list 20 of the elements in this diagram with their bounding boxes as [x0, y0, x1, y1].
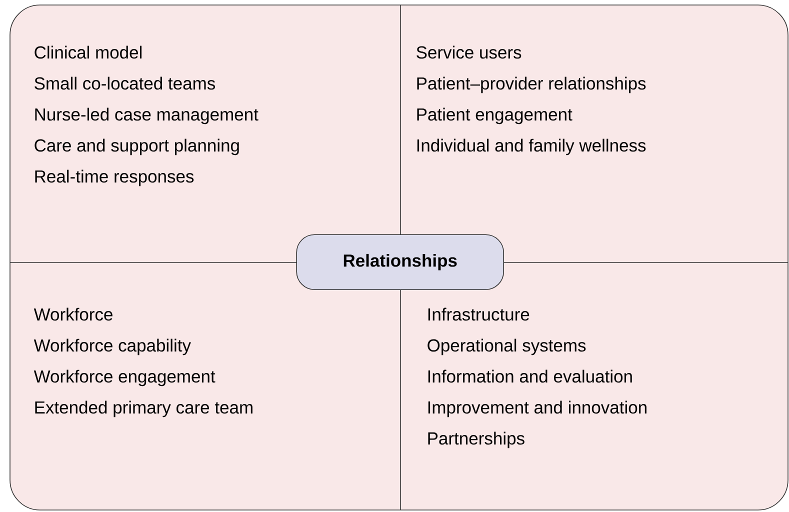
- list-item: Improvement and innovation: [428, 400, 646, 418]
- list-item: Patient engagement: [417, 108, 572, 124]
- rounded-label-box: Relationships: [296, 234, 504, 290]
- list-item: Partnerships: [428, 432, 524, 448]
- list-item: Workforce: [34, 308, 112, 321]
- list-item: Nurse-led case management: [35, 108, 258, 124]
- list-item: Workforce engagement: [34, 370, 216, 386]
- list-item: Infrastructure: [428, 308, 530, 321]
- list-item: Care and support planning: [34, 138, 239, 156]
- list-item: Workforce capability: [34, 338, 191, 356]
- list-item: Extended primary care team: [35, 400, 252, 418]
- list-item: Individual and family wellness: [417, 138, 646, 156]
- list-item: Small co-located teams: [34, 76, 216, 90]
- frame: [10, 4, 788, 510]
- list-item: Operational systems: [428, 338, 586, 356]
- list-item: Information and evaluation: [428, 370, 632, 383]
- list-item: Service users: [416, 46, 522, 59]
- list-item: Real-time responses: [35, 170, 194, 186]
- list-item: Clinical model: [34, 46, 142, 59]
- list-item: Patient–provider relationships: [417, 76, 646, 94]
